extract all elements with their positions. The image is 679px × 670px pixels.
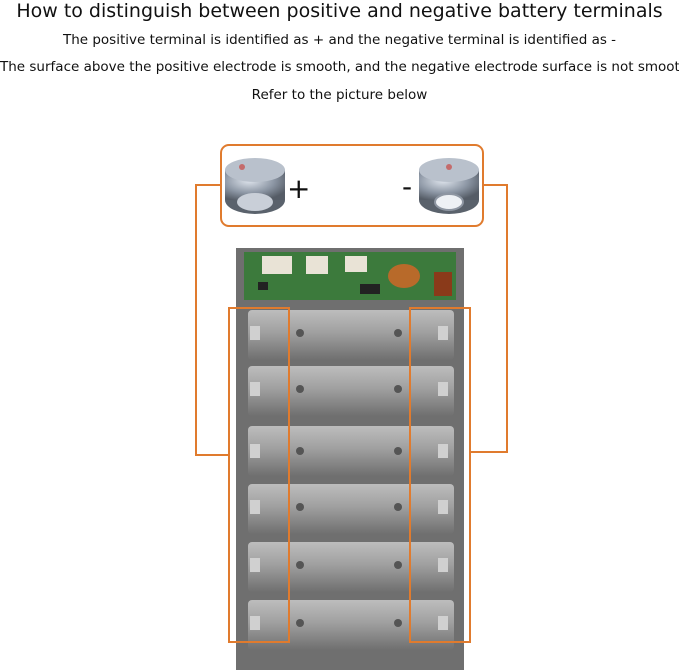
positive-side-highlight	[228, 307, 290, 643]
negative-side-highlight	[409, 307, 471, 643]
negative-symbol: -	[402, 170, 413, 203]
battery-cells	[248, 310, 454, 650]
page-title: How to distinguish between positive and …	[16, 0, 663, 22]
info-line-1: The positive terminal is identified as +…	[62, 32, 617, 48]
positive-symbol: +	[287, 172, 311, 205]
info-line-3: Refer to the picture below	[251, 87, 428, 103]
negative-terminal-icon	[419, 158, 479, 214]
callout-connectors	[195, 184, 508, 456]
info-line-2: The surface above the positive electrode…	[0, 59, 679, 75]
positive-terminal-icon	[225, 158, 285, 214]
